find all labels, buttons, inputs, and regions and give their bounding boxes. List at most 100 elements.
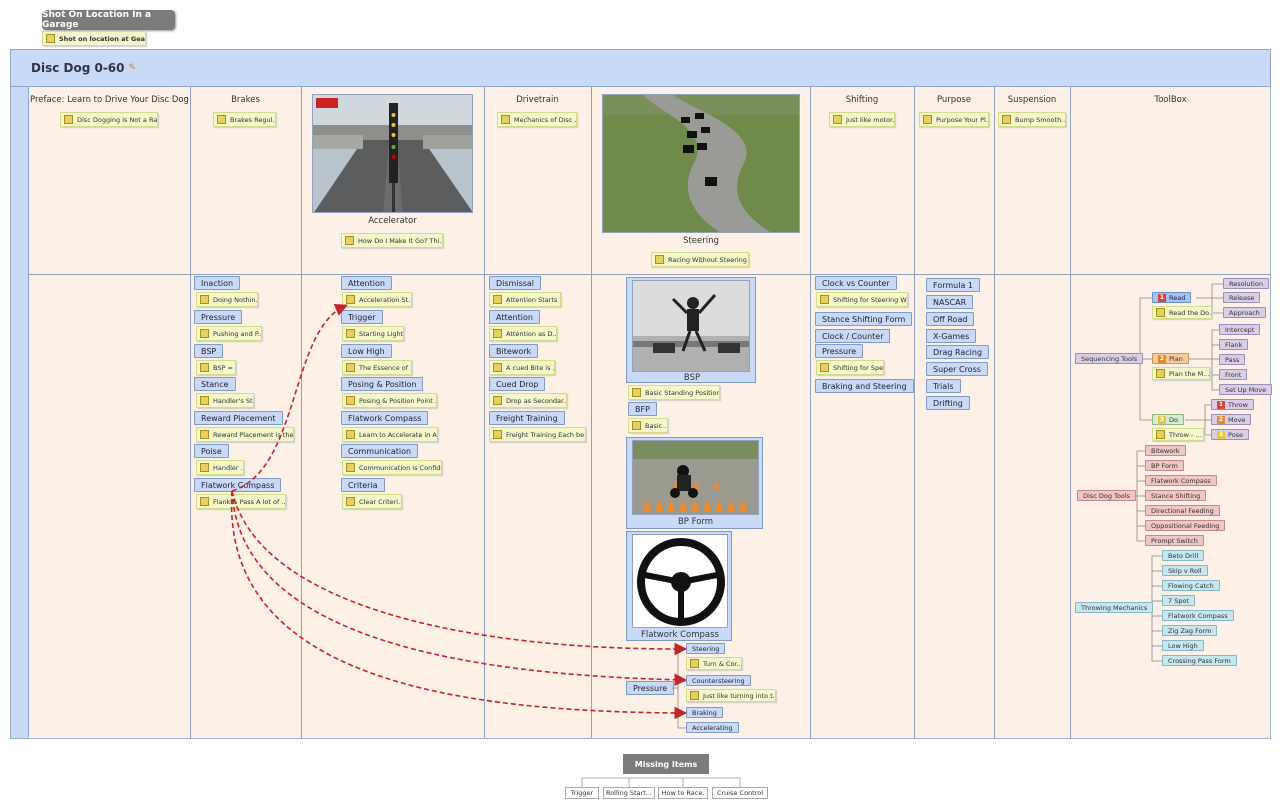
drive-tag-freight[interactable]: Freight Training: [489, 411, 565, 425]
accelerator-note[interactable]: How Do I Make It Go? Thi...: [341, 233, 443, 248]
accel-tag-communication[interactable]: Communication: [341, 444, 419, 458]
toolbox-oppositional-feeding[interactable]: Oppositional Feeding: [1145, 520, 1226, 531]
missing-how-to-race[interactable]: How to Race.: [658, 787, 708, 799]
column-header-purpose[interactable]: Purpose: [936, 95, 972, 105]
toolbox-bitework[interactable]: Bitework: [1145, 445, 1186, 456]
drive-note-attention[interactable]: Attention as D...: [489, 326, 557, 341]
brakes-note-stance[interactable]: Handler's St...: [196, 393, 254, 408]
accel-tag-flatwork[interactable]: Flatwork Compass: [341, 411, 429, 425]
brakes-note-inaction[interactable]: Doing Nothin...: [196, 292, 258, 307]
bp-form-card[interactable]: BP Form: [626, 437, 763, 529]
brakes-note-flatwork[interactable]: Flank & Pass A lot of ...: [196, 494, 286, 509]
drive-tag-cued-drop[interactable]: Cued Drop: [489, 377, 546, 391]
drive-note-bitework[interactable]: A cued Bite is ...: [489, 360, 555, 375]
purpose-note[interactable]: Purpose Your Pl...: [919, 112, 989, 127]
purpose-trials[interactable]: Trials: [926, 379, 961, 393]
toolbox-stance-shifting[interactable]: Stance Shifting: [1145, 490, 1207, 501]
purpose-off-road[interactable]: Off Road: [926, 312, 975, 326]
toolbox-set-up-move[interactable]: Set Up Move: [1219, 384, 1273, 395]
purpose-nascar[interactable]: NASCAR: [926, 295, 974, 309]
brakes-note[interactable]: Brakes Regul...: [213, 112, 276, 127]
toolbox-skip-v-roll[interactable]: Skip v Roll: [1162, 565, 1208, 576]
purpose-drag-racing[interactable]: Drag Racing: [926, 345, 990, 359]
purpose-x-games[interactable]: X-Games: [926, 329, 977, 343]
accel-note-flatwork[interactable]: Learn to Accelerate in A...: [342, 427, 438, 442]
preface-note[interactable]: Disc Dogging is Not a Ra...: [60, 112, 158, 127]
steer-sub-counter-note[interactable]: Just like turning into t...: [686, 689, 776, 702]
steer-sub-steering[interactable]: Steering: [686, 643, 726, 654]
accelerator-image[interactable]: [312, 94, 473, 213]
shift-tag-stance-form[interactable]: Stance Shifting Form: [815, 312, 913, 326]
drive-tag-dismissal[interactable]: Dismissal: [489, 276, 542, 290]
brakes-tag-poise[interactable]: Poise: [194, 444, 229, 458]
toolbox-read-note[interactable]: Read the Do...: [1152, 306, 1212, 319]
toolbox-directional-feeding[interactable]: Directional Feeding: [1145, 505, 1220, 516]
flatwork-compass-card[interactable]: Flatwork Compass: [626, 531, 732, 641]
missing-cruise-control[interactable]: Cruise Control: [712, 787, 768, 799]
missing-rolling-start[interactable]: Rolling Start...: [603, 787, 655, 799]
pressure-tag-steer[interactable]: Pressure: [626, 681, 675, 695]
purpose-formula-1[interactable]: Formula 1: [926, 278, 980, 292]
toolbox-intercept[interactable]: Intercept: [1219, 324, 1261, 335]
bsp-note[interactable]: Basic Standing Position ...: [628, 385, 720, 400]
column-header-drivetrain[interactable]: Drivetrain: [516, 95, 559, 105]
toolbox-flank[interactable]: Flank: [1219, 339, 1249, 350]
missing-trigger[interactable]: Trigger: [565, 787, 599, 799]
toolbox-disc-dog-tools[interactable]: Disc Dog Tools: [1077, 490, 1137, 501]
toolbox-plan-note[interactable]: Plan the M...: [1152, 367, 1210, 380]
top-topic-garage[interactable]: Shot On Location In a Garage: [42, 10, 175, 30]
toolbox-flatwork-compass-throw[interactable]: Flatwork Compass: [1162, 610, 1234, 621]
shift-tag-braking-steering[interactable]: Braking and Steering: [815, 379, 914, 393]
toolbox-pass[interactable]: Pass: [1219, 354, 1246, 365]
shift-tag-clock-vs-counter[interactable]: Clock vs Counter: [815, 276, 897, 290]
toolbox-resolution[interactable]: Resolution: [1223, 278, 1269, 289]
shift-tag-pressure[interactable]: Pressure: [815, 344, 864, 358]
toolbox-7-spot[interactable]: 7 Spot: [1162, 595, 1195, 606]
drive-tag-attention[interactable]: Attention: [489, 310, 540, 324]
suspension-note[interactable]: Bump Smooth...: [998, 112, 1066, 127]
toolbox-front[interactable]: Front: [1219, 369, 1248, 380]
accel-note-communication[interactable]: Communication is Confide...: [342, 460, 442, 475]
purpose-drifting[interactable]: Drifting: [926, 396, 970, 410]
toolbox-low-high[interactable]: Low High: [1162, 640, 1204, 651]
accel-tag-posing[interactable]: Posing & Position: [341, 377, 424, 391]
drive-note-cued-drop[interactable]: Drop as Secondar...: [489, 393, 567, 408]
shift-note-clock-vs-counter[interactable]: Shifting for Steering Wh...: [816, 292, 908, 307]
brakes-note-reward[interactable]: Reward Placement is the ...: [196, 427, 294, 442]
brakes-tag-flatwork-compass[interactable]: Flatwork Compass: [194, 478, 282, 492]
toolbox-do-note[interactable]: Throw - ...: [1152, 428, 1204, 441]
toolbox-prompt-switch[interactable]: Prompt Switch: [1145, 535, 1204, 546]
brakes-tag-inaction[interactable]: Inaction: [194, 276, 241, 290]
toolbox-sequencing-tools[interactable]: Sequencing Tools: [1075, 353, 1144, 364]
accel-note-low-high[interactable]: The Essence of ...: [342, 360, 412, 375]
drivetrain-note[interactable]: Mechanics of Disc ...: [497, 112, 577, 127]
top-note[interactable]: Shot on location at Gear...: [42, 31, 146, 46]
column-header-toolbox[interactable]: ToolBox: [1154, 95, 1187, 105]
toolbox-throwing-mechanics[interactable]: Throwing Mechanics: [1075, 602, 1154, 613]
accel-tag-criteria[interactable]: Criteria: [341, 478, 385, 492]
brakes-tag-pressure[interactable]: Pressure: [194, 310, 243, 324]
accel-note-criteria[interactable]: Clear Criteri...: [342, 494, 402, 509]
steering-image[interactable]: [602, 94, 800, 233]
column-header-suspension[interactable]: Suspension: [1007, 95, 1057, 105]
toolbox-release[interactable]: Release: [1223, 292, 1261, 303]
bsp-card[interactable]: BSP: [626, 277, 756, 383]
steer-sub-braking[interactable]: Braking: [686, 707, 723, 718]
accel-note-trigger[interactable]: Starting Light...: [342, 326, 404, 341]
drive-note-dismissal[interactable]: Attention Starts ...: [489, 292, 561, 307]
toolbox-zig-zag-form[interactable]: Zig Zag Form: [1162, 625, 1218, 636]
missing-items-topic[interactable]: Missing Items: [623, 754, 709, 774]
toolbox-crossing-pass-form[interactable]: Crossing Pass Form: [1162, 655, 1237, 666]
brakes-tag-stance[interactable]: Stance: [194, 377, 236, 391]
toolbox-flatwork-compass[interactable]: Flatwork Compass: [1145, 475, 1217, 486]
column-header-preface[interactable]: Preface: Learn to Drive Your Disc Dog: [30, 95, 189, 105]
accel-tag-low-high[interactable]: Low High: [341, 344, 392, 358]
steer-sub-turn-note[interactable]: Turn & Cor...: [686, 657, 742, 670]
drive-note-freight[interactable]: Freight Training Each be...: [489, 427, 586, 442]
brakes-note-pressure[interactable]: Pushing and P...: [196, 326, 262, 341]
